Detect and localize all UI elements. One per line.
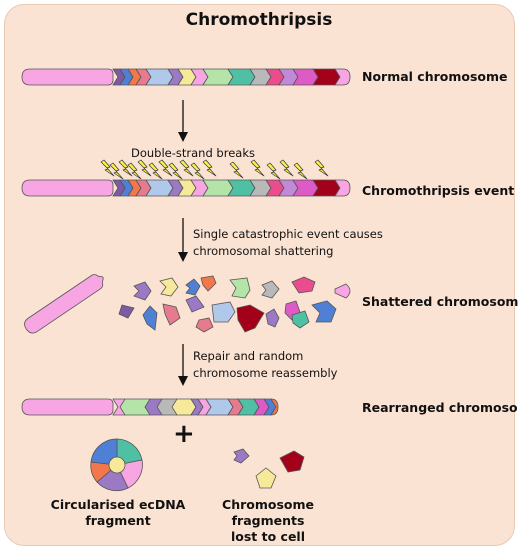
fragment <box>236 304 265 333</box>
lost-fragments <box>233 448 305 489</box>
lightning-icon <box>109 162 124 180</box>
fragment <box>291 310 310 329</box>
fragment <box>255 467 277 489</box>
diagram-title: Chromothripsis <box>185 10 333 30</box>
fragment <box>211 301 236 323</box>
fragment <box>185 278 201 296</box>
lightning-icon <box>314 159 329 177</box>
stage-label-event: Chromothripsis event <box>362 183 515 198</box>
double-strand-break-bolts <box>100 159 329 180</box>
note-double-strand-breaks: Double-strand breaks <box>131 146 255 160</box>
fragment <box>291 276 316 294</box>
note-repair-line2: chromosome reassembly <box>193 366 338 380</box>
fragment <box>195 317 214 333</box>
stage-label-normal: Normal chromosome <box>362 69 508 84</box>
fragment <box>261 280 280 299</box>
lightning-icon <box>118 159 133 177</box>
fragment <box>185 295 205 313</box>
lightning-icon <box>190 162 205 180</box>
lightning-icon <box>158 159 173 177</box>
fragment <box>162 303 181 326</box>
fragment <box>311 300 337 323</box>
fragment <box>229 277 251 299</box>
lightning-icon <box>279 159 294 177</box>
stage-label-shattered: Shattered chromosome <box>362 294 518 309</box>
fragment <box>334 283 351 299</box>
caption-lost-line1: Chromosome fragments <box>222 497 314 528</box>
lightning-icon <box>266 162 281 180</box>
shattered-chromosome <box>24 274 351 334</box>
note-catastrophic-line1: Single catastrophic event causes <box>193 227 383 241</box>
caption-ecdna-line2: fragment <box>85 513 151 528</box>
fragment <box>118 304 135 319</box>
caption-ecdna-line1: Circularised ecDNA <box>50 497 186 512</box>
note-catastrophic-line2: chromosomal shattering <box>193 244 334 258</box>
fragment <box>200 275 217 292</box>
lightning-icon <box>137 159 152 177</box>
fragment <box>233 448 250 464</box>
lightning-icon <box>229 161 244 179</box>
diagram-panel <box>4 4 515 546</box>
lightning-icon <box>202 159 217 177</box>
lightning-icon <box>293 162 308 180</box>
stage-label-rearranged: Rearranged chromosome <box>362 400 518 415</box>
fragment <box>279 450 305 473</box>
fragment <box>159 277 179 297</box>
normal-chromosome <box>21 68 351 86</box>
note-repair-line1: Repair and random <box>193 349 304 363</box>
detached-arm <box>24 274 104 334</box>
lightning-icon <box>250 159 265 177</box>
rearranged-chromosome <box>21 398 279 416</box>
fragment <box>142 305 158 331</box>
lightning-icon <box>168 162 183 180</box>
lightning-icon <box>179 159 194 177</box>
lightning-icon <box>148 162 163 180</box>
ecdna-ring <box>90 438 143 492</box>
fragment <box>133 281 152 301</box>
fragment <box>265 308 280 328</box>
caption-lost-line2: lost to cell <box>230 529 305 544</box>
plus-sign: + <box>173 419 195 449</box>
lightning-icon <box>127 162 142 180</box>
lightning-icon <box>100 159 115 177</box>
event-chromosome <box>21 179 351 197</box>
